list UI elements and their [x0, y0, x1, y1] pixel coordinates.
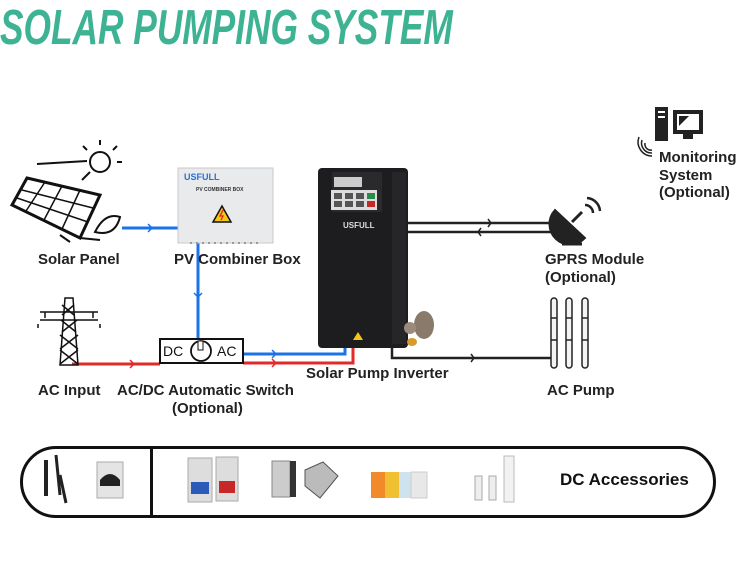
ac-dc-switch-label: AC/DC Automatic Switch [117, 382, 294, 399]
dc-accessories-bar [20, 446, 716, 518]
ac-input-label: AC Input [38, 382, 101, 399]
dc-wire-switch-to-inverter [243, 347, 347, 359]
solar-panel-label: Solar Panel [38, 251, 120, 268]
ac-pump-label: AC Pump [547, 382, 615, 399]
ac-pump-icon [550, 297, 589, 369]
ac-dc-switch-optional-note: (Optional) [172, 400, 243, 417]
monitoring-label-system: System [659, 167, 713, 184]
accessories-divider [150, 446, 153, 518]
solar-pump-inverter-label: Solar Pump Inverter [306, 365, 449, 382]
solar-panel-icon [9, 140, 122, 243]
switch-dc-label: DC [163, 343, 184, 359]
solar-pump-inverter-image [318, 168, 408, 348]
gprs-optional-note: (Optional) [545, 269, 616, 286]
switch-ac-label: AC [217, 343, 237, 359]
dc-isolator-switch-icon [96, 461, 124, 499]
pv-combiner-box-image [177, 167, 274, 244]
combiner-box-plate: PV COMBINER BOX [196, 187, 244, 193]
surge-protector-icon [371, 471, 428, 499]
accessory-images [44, 454, 515, 504]
monitoring-label: Monitoring [659, 149, 737, 166]
fuse-holder-icon [474, 455, 515, 503]
wireless-signal-icon [637, 136, 653, 157]
wire-inverter-to-pump [390, 346, 553, 363]
pv-combiner-box-label: PV Combiner Box [174, 251, 301, 268]
dc-wire-panel-to-combiner [122, 223, 178, 233]
monitoring-optional-note: (Optional) [659, 184, 730, 201]
inverter-brand: USFULL [343, 221, 375, 230]
transmission-tower-icon [37, 297, 101, 366]
ac-dc-switch-icon [159, 338, 244, 364]
mccb-icon [271, 460, 339, 499]
monitoring-computer-icon [655, 107, 703, 141]
dc-accessories-label: DC Accessories [560, 470, 689, 489]
gprs-satellite-dish-icon [548, 196, 602, 246]
page-title: SOLAR PUMPING SYSTEM [0, 1, 453, 55]
ac-wire-input-to-switch [72, 359, 160, 369]
signal-wires-inverter-gprs [408, 218, 560, 237]
squirrel-icon [404, 311, 434, 346]
ac-wire-switch-to-inverter [243, 347, 355, 368]
gprs-module-label: GPRS Module [545, 251, 645, 268]
dc-breaker-icon [187, 456, 239, 503]
combiner-box-brand: USFULL [184, 172, 220, 182]
dc-wire-combiner-to-switch [193, 243, 203, 340]
